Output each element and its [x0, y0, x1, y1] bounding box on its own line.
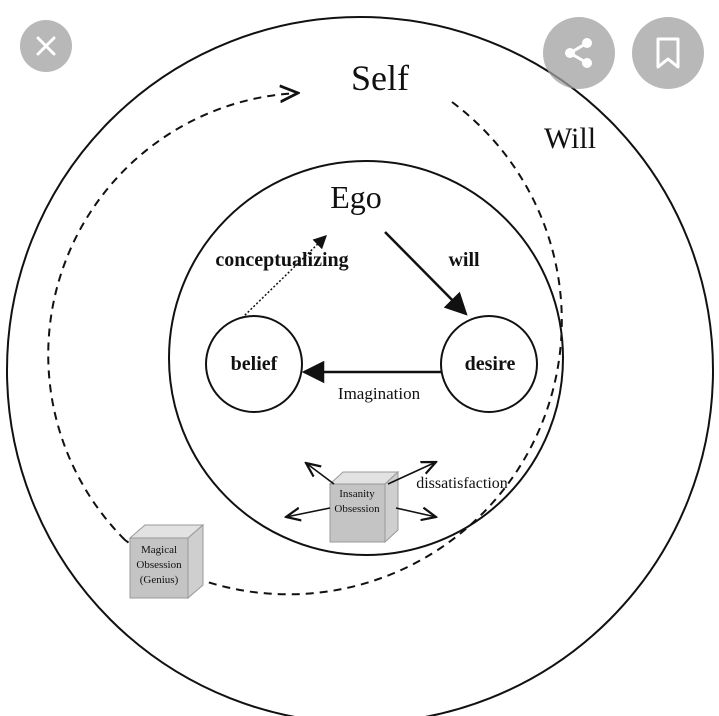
ego-circle: [168, 160, 564, 556]
will-inner-label: will: [448, 249, 480, 271]
magical-line3: (Genius): [140, 574, 179, 586]
share-icon: [565, 38, 592, 68]
dissatisfaction-arrow-se: [395, 508, 436, 517]
close-icon: [36, 36, 56, 56]
magical-line2: Obsession: [136, 559, 182, 571]
share-button[interactable]: [543, 17, 615, 89]
desire-circle: [440, 315, 538, 413]
will-outer-label: Will: [544, 122, 596, 155]
conceptualizing-label: conceptualizing: [215, 249, 348, 271]
outer-circle: [6, 16, 714, 716]
magical-line1: Magical: [141, 544, 177, 556]
conceptualizing-arrow: [241, 235, 327, 319]
bookmark-button[interactable]: [632, 17, 704, 89]
bookmark-icon: [656, 37, 680, 69]
dissatisfaction-arrow-sw: [286, 508, 331, 517]
self-label: Self: [351, 58, 409, 98]
magical-obsession-cube: Magical Obsession (Genius): [128, 523, 205, 600]
desire-label: desire: [465, 353, 516, 375]
will-dashed-arc: [124, 101, 563, 596]
insanity-line1: Insanity: [339, 488, 375, 500]
will-dashed-arc-left: [47, 93, 298, 541]
close-button[interactable]: [20, 20, 72, 72]
imagination-label: Imagination: [338, 384, 421, 403]
will-arrow: [384, 231, 468, 316]
dissatisfaction-arrow-nw: [306, 463, 335, 485]
insanity-obsession-cube: Insanity Obsession: [328, 470, 400, 544]
insanity-line2: Obsession: [334, 503, 380, 515]
dissatisfaction-arrow-ne: [387, 462, 436, 485]
belief-label: belief: [231, 353, 278, 375]
dissatisfaction-label: dissatisfaction: [416, 475, 508, 492]
ego-label: Ego: [330, 179, 382, 215]
